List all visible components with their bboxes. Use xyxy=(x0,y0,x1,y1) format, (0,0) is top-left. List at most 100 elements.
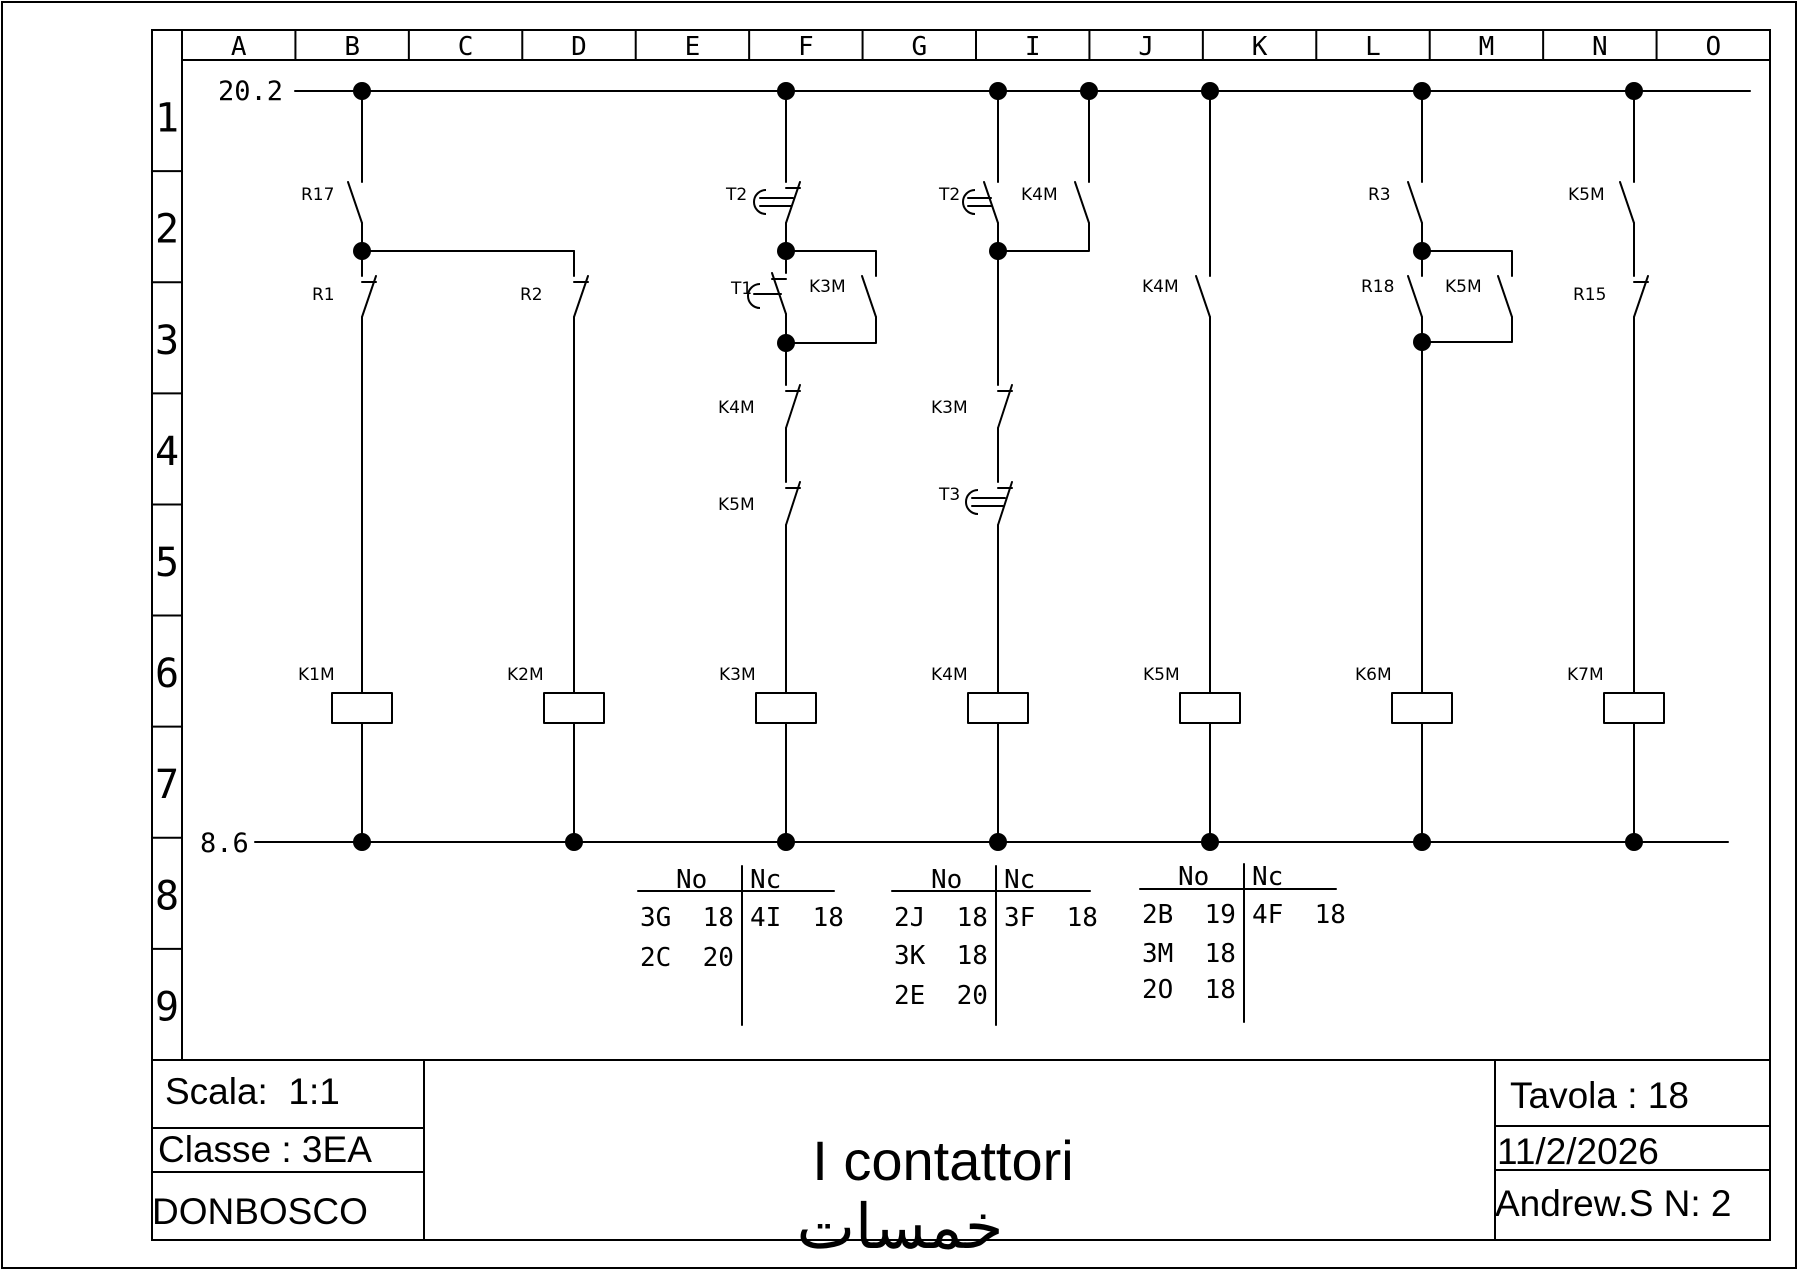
xref-no-header: No xyxy=(1178,862,1209,892)
coil-k5m-label: K5M xyxy=(1143,665,1180,685)
coil-k1m-label: K1M xyxy=(298,665,335,685)
t2-timed-no-contact xyxy=(962,181,999,224)
bottom-rail-label: 8.6 xyxy=(200,828,249,859)
top-rail-label: 20.2 xyxy=(218,76,283,107)
xref-no-entry: 2J 18 xyxy=(894,903,988,933)
coil-k2m-label: K2M xyxy=(507,665,544,685)
author-field: Andrew.S N: 2 xyxy=(1495,1183,1732,1224)
cross-reference-k5m: No Nc 2B 19 3M 18 2O 18 4F 18 xyxy=(1139,862,1346,1023)
coil-k6m-label: K6M xyxy=(1355,665,1392,685)
r2-label: R2 xyxy=(520,285,543,305)
t2-timed-nc-contact xyxy=(753,181,801,224)
xref-no-entry: 3G 18 xyxy=(640,903,734,933)
column-label: O xyxy=(1705,32,1721,62)
column-label: F xyxy=(798,32,814,62)
school-field: DONBOSCO xyxy=(152,1191,368,1232)
t2-label-f: T2 xyxy=(725,185,747,205)
k5m-hold-no-contact xyxy=(1497,275,1513,318)
coil-k7m xyxy=(1603,692,1665,724)
column-label: L xyxy=(1365,32,1381,62)
k3m-nc-contact-i xyxy=(997,384,1013,429)
k5m-hold-label: K5M xyxy=(1445,277,1482,297)
r3-label: R3 xyxy=(1368,185,1391,205)
title-block: Scala: 1:1 Classe : 3EA DONBOSCO I conta… xyxy=(151,1059,1771,1241)
coil-k7m-label: K7M xyxy=(1567,665,1604,685)
scale-field: Scala: 1:1 xyxy=(165,1071,340,1112)
contacts: R17 R1 R2 T2 T1 K3M K4M K5M xyxy=(301,181,1649,526)
junction-dot xyxy=(777,833,795,851)
xref-nc-header: Nc xyxy=(1004,865,1035,895)
r18-label: R18 xyxy=(1361,277,1394,297)
junction-dot xyxy=(777,334,795,352)
date-field: 11/2/2026 xyxy=(1497,1131,1659,1172)
row-label: 4 xyxy=(155,429,179,475)
t1-label: T1 xyxy=(730,279,752,299)
r18-no-contact xyxy=(1407,275,1423,318)
xref-no-entry: 2B 19 xyxy=(1142,900,1236,930)
row-label: 2 xyxy=(155,207,179,253)
k3m-label-i: K3M xyxy=(931,398,968,418)
k4m-hold-no-contact xyxy=(1074,181,1090,224)
r15-nc-contact xyxy=(1633,275,1649,318)
xref-nc-entry: 4I 18 xyxy=(750,903,844,933)
column-label: E xyxy=(685,32,701,62)
junction-dot xyxy=(353,82,371,100)
cross-reference-k4m: No Nc 2J 18 3K 18 2E 20 3F 18 xyxy=(891,865,1098,1026)
watermark-logo: خمسات xyxy=(797,1193,1004,1262)
coil-k5m xyxy=(1179,692,1241,724)
column-label: B xyxy=(344,32,360,62)
xref-no-entry: 2C 20 xyxy=(640,943,734,973)
column-label: D xyxy=(571,32,587,62)
k5m-no-contact-n xyxy=(1619,181,1635,224)
coils: K1M K2M K3M K4M K5M K6M K7M xyxy=(298,665,1665,724)
coil-k3m xyxy=(755,692,817,724)
junction-dot xyxy=(1625,833,1643,851)
junction-dot xyxy=(1201,833,1219,851)
sheet-number-field: Tavola : 18 xyxy=(1510,1075,1689,1116)
junction-dot xyxy=(1413,333,1431,351)
row-label: 3 xyxy=(155,318,179,364)
t2-label-i: T2 xyxy=(938,185,960,205)
coil-k6m xyxy=(1391,692,1453,724)
xref-nc-entry: 3F 18 xyxy=(1004,903,1098,933)
r1-label: R1 xyxy=(312,285,335,305)
junction-dot xyxy=(565,833,583,851)
coil-k2m xyxy=(543,692,605,724)
junction-dot xyxy=(989,242,1007,260)
junction-dot xyxy=(777,82,795,100)
junction-dot xyxy=(1080,82,1098,100)
k4m-nc-contact-f xyxy=(785,384,801,429)
drawing-frame xyxy=(151,29,1771,1241)
r3-no-contact xyxy=(1407,181,1423,224)
column-label: J xyxy=(1138,32,1154,62)
k4m-label-f: K4M xyxy=(718,398,755,418)
column-label: N xyxy=(1592,32,1608,62)
row-label: 9 xyxy=(155,984,179,1030)
k5m-nc-contact-f xyxy=(785,481,801,526)
k4m-label-k: K4M xyxy=(1142,277,1179,297)
r2-nc-contact xyxy=(573,275,589,318)
wiring xyxy=(361,90,1635,843)
junction-dot xyxy=(1413,82,1431,100)
row-label: 8 xyxy=(155,873,179,919)
xref-nc-header: Nc xyxy=(750,865,781,895)
xref-no-entry: 2O 18 xyxy=(1142,975,1236,1005)
column-label: G xyxy=(911,32,927,62)
row-label: 6 xyxy=(155,651,179,697)
junction-dot xyxy=(1201,82,1219,100)
junction-dot xyxy=(777,242,795,260)
coil-k1m xyxy=(331,692,393,724)
t3-timed-nc-contact xyxy=(965,481,1013,526)
junction-dot xyxy=(353,242,371,260)
row-label: 5 xyxy=(155,540,179,586)
junction-dot xyxy=(353,833,371,851)
xref-no-header: No xyxy=(676,865,707,895)
column-label: K xyxy=(1252,32,1268,62)
t1-timed-nc-contact xyxy=(747,272,787,315)
t3-label: T3 xyxy=(938,485,960,505)
k3m-hold-label: K3M xyxy=(809,277,846,297)
column-label: I xyxy=(1025,32,1041,62)
